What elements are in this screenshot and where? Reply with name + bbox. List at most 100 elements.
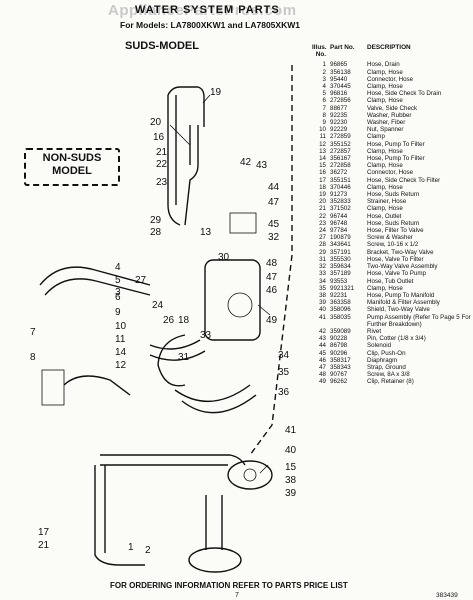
- part-no-cell: 91273: [330, 191, 348, 199]
- callout-number: 39: [285, 488, 297, 499]
- suds-return-pipe: [184, 125, 199, 226]
- illus-no-cell: 43: [319, 335, 326, 343]
- callout-number: 46: [266, 285, 278, 296]
- page-subtitle: For Models: LA7800XKW1 and LA7805XKW1: [120, 20, 300, 30]
- part-no-cell: 358317: [330, 356, 351, 364]
- part-no-cell: 370446: [330, 183, 351, 191]
- illus-no-cell: 47: [319, 363, 326, 371]
- callout-number: 10: [115, 321, 127, 332]
- callout-number: 13: [200, 227, 212, 238]
- callout-number: 15: [285, 462, 297, 473]
- pump-motor: [243, 468, 257, 482]
- description-cell: Hose, Suds Return: [367, 219, 420, 227]
- description-cell: Screw, 8A x 3/8: [367, 371, 410, 379]
- description-cell: Clamp, Hose: [367, 183, 403, 191]
- illus-no-cell: 11: [319, 133, 326, 141]
- part-no-cell: 357189: [330, 270, 351, 278]
- manifold-filter: [188, 547, 242, 573]
- callout-number: 11: [115, 334, 126, 345]
- part-no-cell: 96865: [330, 61, 348, 69]
- valve-to-pump-hose: [174, 384, 251, 402]
- part-no-cell: 9921321: [330, 284, 355, 292]
- description-cell: Clamp, Hose: [367, 147, 403, 155]
- description-cell: Bracket, Two-Way Valve: [367, 248, 434, 256]
- part-no-cell: 86798: [330, 342, 348, 350]
- top-bend: [167, 86, 205, 127]
- page-title: WATER SYSTEM PARTS: [135, 4, 280, 16]
- part-no-cell: 371502: [330, 205, 351, 213]
- document-code: 383439: [436, 592, 458, 599]
- callout-number: 47: [266, 272, 278, 283]
- description-cell: Two-Way Valve Assembly: [367, 263, 438, 271]
- callout-number: 12: [115, 360, 127, 371]
- callout-number: 36: [278, 387, 290, 398]
- callout-number: 26: [163, 315, 175, 326]
- description-cell: Clip, Push-On: [367, 349, 406, 357]
- callout-number: 19: [210, 87, 222, 98]
- outlet-pipe-left: [167, 95, 181, 226]
- illus-no-cell: 38: [319, 291, 326, 299]
- illus-no-cell: 42: [319, 327, 326, 335]
- part-no-cell: 36272: [330, 169, 348, 177]
- callout-number: 27: [135, 275, 147, 286]
- callout-number: 43: [256, 160, 268, 171]
- illus-no-cell: 12: [319, 140, 326, 148]
- description-cell: Strainer, Hose: [367, 198, 407, 206]
- part-no-cell: 95440: [330, 75, 348, 83]
- description-cell: Hose, Suds Return: [367, 191, 420, 199]
- illus-no-cell: 20: [319, 198, 326, 206]
- description-cell: Nut, Spanner: [367, 126, 404, 134]
- part-no-cell: 358343: [330, 363, 351, 371]
- callout-number: 18: [178, 315, 190, 326]
- callout-number: 38: [285, 475, 297, 486]
- pump-assembly: [227, 460, 273, 490]
- callout-number: 20: [150, 117, 162, 128]
- callout-number: 14: [115, 347, 127, 358]
- illus-no-cell: 17: [319, 176, 326, 184]
- two-way-valve: [204, 259, 261, 341]
- description-cell: Valve, Side Check: [367, 104, 418, 112]
- description-cell: Diaphragm: [367, 356, 398, 364]
- description-cell: Solenoid: [367, 342, 392, 350]
- suds-boundary: [249, 65, 293, 456]
- callout-number: 5: [115, 275, 121, 286]
- part-no-cell: 343641: [330, 241, 351, 249]
- description-cell: Connector, Hose: [367, 75, 414, 83]
- description-cell: Hose, Outlet: [367, 212, 402, 220]
- part-no-cell: 358096: [330, 306, 351, 314]
- illus-no-cell: 46: [319, 356, 326, 364]
- part-no-cell: 96748: [330, 219, 348, 227]
- callout-number: 30: [218, 252, 230, 263]
- ordering-info-footer: FOR ORDERING INFORMATION REFER TO PARTS …: [110, 581, 348, 590]
- illus-no-cell: 14: [319, 155, 326, 163]
- callout-number: 21: [156, 147, 168, 158]
- description-cell: Connector, Hose: [367, 169, 414, 177]
- description-cell: Hose, Pump To Filter: [367, 140, 425, 148]
- description-cell: Rivet: [367, 327, 382, 335]
- description-cell: Hose, Drain: [367, 61, 400, 69]
- callout-number: 33: [200, 330, 212, 341]
- callout-number: 4: [115, 262, 121, 273]
- callout-number: 22: [156, 159, 168, 170]
- illus-no-cell: 5: [322, 90, 326, 98]
- solenoid: [229, 212, 257, 234]
- illus-no-cell: 15: [319, 162, 326, 170]
- illus-no-cell: 13: [319, 147, 326, 155]
